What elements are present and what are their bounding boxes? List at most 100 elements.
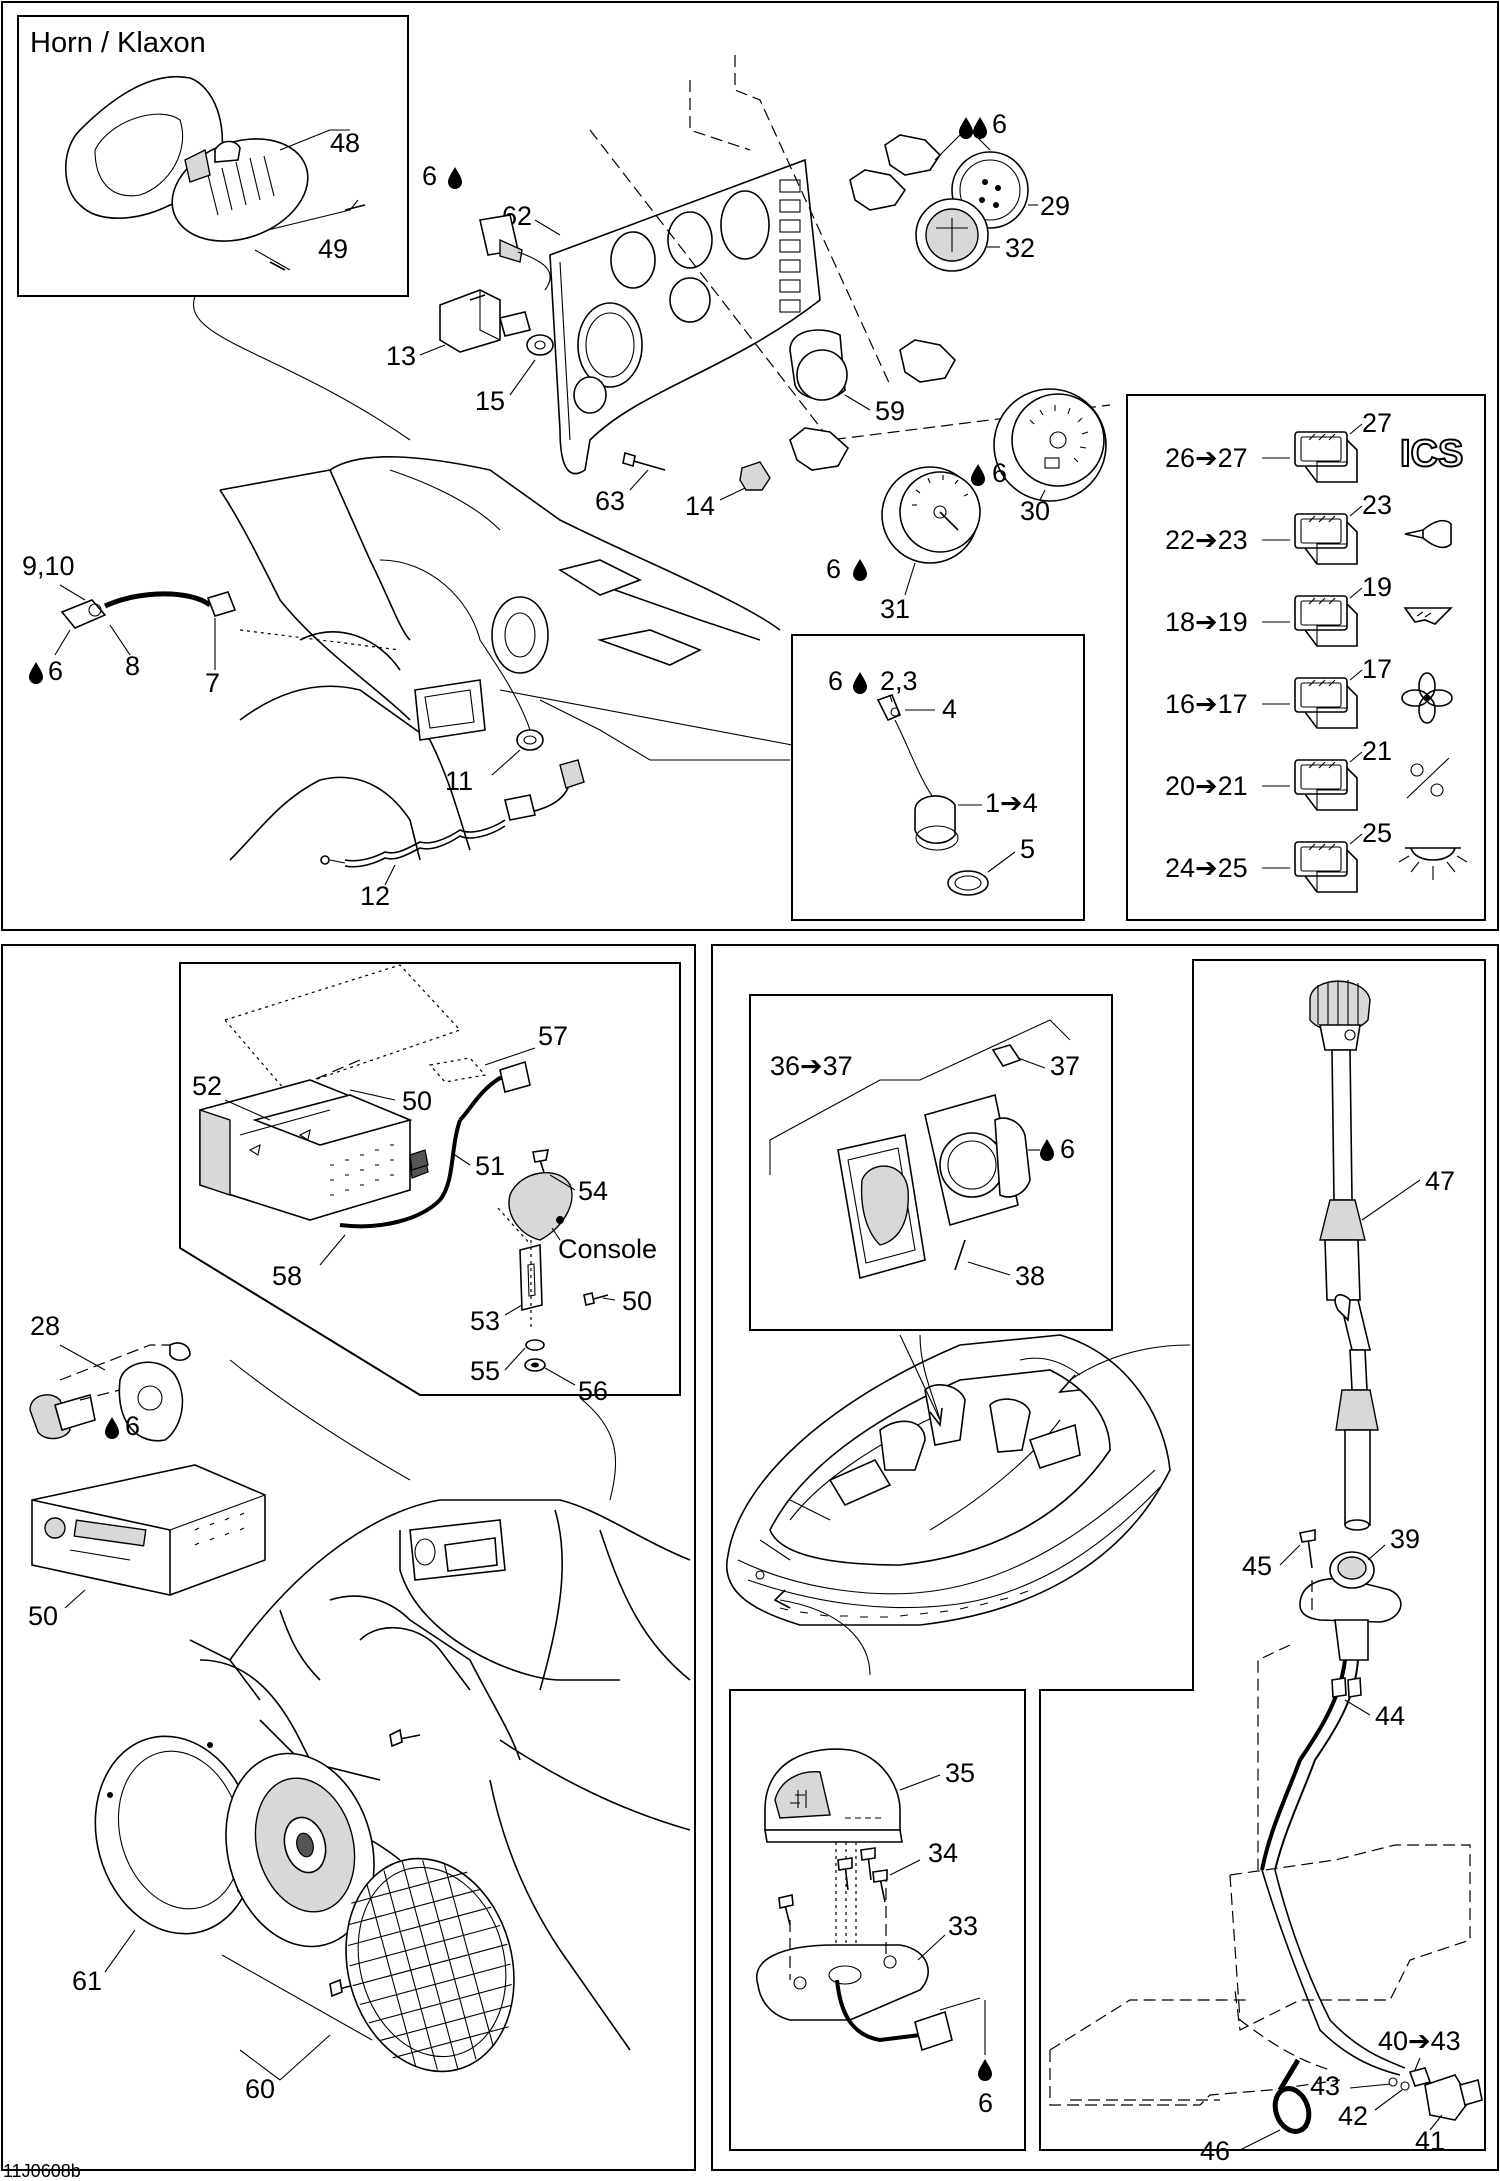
oil-mark-label-9: 6 — [48, 656, 63, 686]
sensor-inset — [499, 634, 1085, 921]
label-40-43: 40➔43 — [1378, 2026, 1461, 2056]
label-58: 58 — [272, 1261, 302, 1291]
label-45: 45 — [1242, 1551, 1272, 1581]
oil-mark-label-31: 6 — [826, 554, 841, 584]
label-39: 39 — [1390, 1524, 1420, 1554]
boat-hull — [725, 1334, 1171, 1626]
label-55: 55 — [470, 1356, 500, 1386]
label-31: 31 — [880, 594, 910, 624]
label-50-screw: 50 — [622, 1286, 652, 1316]
switch-ref-label: 26➔27 — [1165, 443, 1248, 473]
label-44: 44 — [1375, 1701, 1405, 1731]
label-60: 60 — [245, 2074, 275, 2104]
oil-mark-label-30: 6 — [992, 458, 1007, 488]
label-29: 29 — [1040, 191, 1070, 221]
rocker-switch-icon — [1294, 595, 1358, 647]
label-50-unit: 50 — [28, 1601, 58, 1631]
label-59: 59 — [875, 396, 905, 426]
oil-mark-label-horn-plug: 6 — [422, 161, 437, 191]
coil-cord-12 — [320, 759, 585, 868]
frame-bottom-right-panel — [711, 944, 1499, 2171]
switch-part-label: 23 — [1362, 490, 1392, 520]
label-61: 61 — [72, 1966, 102, 1996]
switch-row: 20➔21 21 — [1165, 736, 1450, 811]
label-42: 42 — [1338, 2101, 1368, 2131]
label-1-4: 1➔4 — [985, 788, 1038, 818]
blower-icon — [1401, 672, 1453, 724]
cable-tie-46 — [1272, 2058, 1312, 2134]
switch-ref-label: 20➔21 — [1165, 771, 1248, 801]
label-37: 37 — [1050, 1051, 1080, 1081]
label-5: 5 — [1020, 834, 1035, 864]
switch-row: 16➔17 17 — [1165, 654, 1453, 729]
rocker-switch-icon — [1294, 841, 1358, 893]
label-49: 49 — [318, 234, 348, 264]
connector-plug — [479, 214, 551, 291]
bow-compartment — [1049, 1844, 1471, 2106]
frame-top-panel — [1, 1, 1499, 931]
label-50-radio: 50 — [402, 1086, 432, 1116]
switch-ref-label: 22➔23 — [1165, 525, 1248, 555]
drop-icon — [448, 167, 462, 189]
rocker-switch-icon — [1294, 431, 1358, 483]
label-57: 57 — [538, 1021, 568, 1051]
switch-row: 24➔25 25 — [1165, 818, 1468, 893]
rocker-switch-icon — [1294, 759, 1358, 811]
bow-light-panel — [1039, 959, 1486, 2151]
switch-part-label: 25 — [1362, 818, 1392, 848]
switch-ref-label: 24➔25 — [1165, 853, 1248, 883]
gauge-bezel-62 — [549, 55, 1111, 475]
gauge-clips — [789, 134, 956, 471]
label-2-3: 2,3 — [880, 666, 918, 696]
gauge-30 — [993, 388, 1107, 502]
nav-light-icon — [1406, 757, 1450, 799]
oil-mark-label-33: 6 — [978, 2088, 993, 2118]
radio-unit-50 — [31, 1464, 266, 1596]
label-14: 14 — [685, 491, 715, 521]
drawing-code: 11J0608b — [3, 2161, 81, 2181]
drop-icon — [853, 672, 867, 694]
label-56: 56 — [578, 1376, 608, 1406]
label-11: 11 — [445, 766, 473, 796]
label-51: 51 — [475, 1151, 505, 1181]
gauge-31 — [881, 466, 981, 564]
stern-light-inset — [729, 1689, 1026, 2151]
switch-part-label: 17 — [1362, 654, 1392, 684]
rocker-switch-icon — [1294, 513, 1358, 565]
speaker-grille — [345, 1857, 515, 2073]
label-33: 33 — [948, 1911, 978, 1941]
frame-bottom-left-panel — [1, 944, 696, 2171]
label-47: 47 — [1425, 1166, 1455, 1196]
horn-inset: Horn / Klaxon — [17, 15, 409, 297]
label-38: 38 — [1015, 1261, 1045, 1291]
oil-mark-label-gauges: 6 — [992, 109, 1007, 139]
switch-panel — [1126, 394, 1486, 921]
label-15: 15 — [475, 386, 505, 416]
sensor-cable — [60, 591, 237, 629]
switch-ref-label: 16➔17 — [1165, 689, 1248, 719]
drop-icon — [105, 1417, 119, 1439]
switch-part-label: 21 — [1362, 736, 1392, 766]
switch-ref-label: 18➔19 — [1165, 607, 1248, 637]
label-63: 63 — [595, 486, 625, 516]
switch-part-label: 27 — [1362, 408, 1392, 438]
drop-icon — [971, 464, 985, 486]
bow-light-pole-47 — [1309, 980, 1379, 1531]
switch-part-label: 19 — [1362, 572, 1392, 602]
courtesy-light-icon — [1398, 847, 1468, 880]
label-54: 54 — [578, 1176, 608, 1206]
oil-mark-label-inset: 6 — [828, 666, 843, 696]
radio-inset — [179, 962, 681, 1396]
label-41: 41 — [1415, 2126, 1445, 2156]
label-36-37: 36➔37 — [770, 1051, 853, 1081]
rocker-switch-icon — [1294, 677, 1358, 729]
label-30: 30 — [1020, 496, 1050, 526]
drop-icon — [1040, 1139, 1054, 1161]
label-12: 12 — [360, 881, 390, 911]
label-46: 46 — [1200, 2136, 1230, 2166]
gauge-32 — [915, 198, 989, 272]
trim-icon — [1403, 607, 1453, 625]
label-13: 13 — [386, 341, 416, 371]
